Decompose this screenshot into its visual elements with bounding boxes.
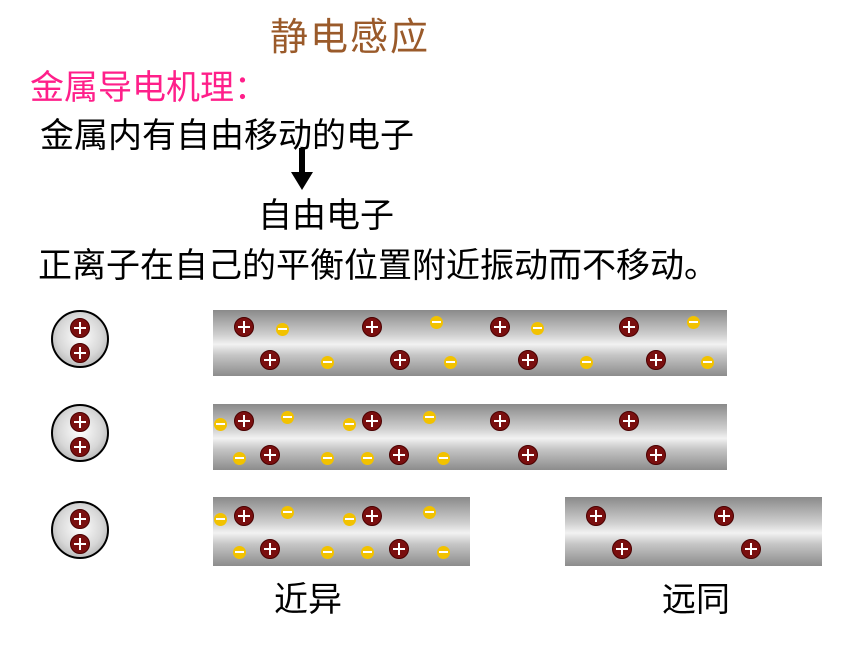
positive-charge-icon (389, 445, 409, 465)
positive-charge-icon (619, 411, 639, 431)
negative-charge-icon (321, 452, 334, 465)
positive-charge-icon (70, 318, 90, 338)
negative-charge-icon (281, 506, 294, 519)
positive-charge-icon (70, 437, 90, 457)
negative-charge-icon (276, 323, 289, 336)
label-near-opposite: 近异 (274, 580, 342, 620)
positive-charge-icon (260, 350, 280, 370)
positive-charge-icon (490, 411, 510, 431)
metal-rod-near (213, 497, 470, 566)
text-line-positive-ions: 正离子在自己的平衡位置附近振动而不移动。 (38, 246, 718, 286)
positive-charge-icon (619, 317, 639, 337)
text-line-electrons: 金属内有自由移动的电子 (40, 116, 414, 156)
positive-charge-icon (586, 506, 606, 526)
positive-charge-icon (741, 539, 761, 559)
negative-charge-icon (281, 411, 294, 424)
positive-charge-icon (714, 506, 734, 526)
positive-charge-icon (490, 317, 510, 337)
negative-charge-icon (580, 356, 593, 369)
negative-charge-icon (437, 452, 450, 465)
negative-charge-icon (361, 452, 374, 465)
positive-charge-icon (362, 317, 382, 337)
negative-charge-icon (430, 316, 443, 329)
negative-charge-icon (423, 506, 436, 519)
negative-charge-icon (321, 356, 334, 369)
positive-charge-icon (518, 350, 538, 370)
charged-sphere (51, 404, 109, 462)
positive-charge-icon (70, 343, 90, 363)
positive-charge-icon (362, 411, 382, 431)
positive-charge-icon (390, 350, 410, 370)
negative-charge-icon (361, 546, 374, 559)
negative-charge-icon (437, 546, 450, 559)
negative-charge-icon (233, 452, 246, 465)
charged-sphere (51, 501, 109, 559)
positive-charge-icon (70, 412, 90, 432)
negative-charge-icon (233, 546, 246, 559)
down-arrow-icon (291, 148, 313, 190)
positive-charge-icon (234, 411, 254, 431)
positive-charge-icon (234, 317, 254, 337)
positive-charge-icon (70, 509, 90, 529)
negative-charge-icon (687, 316, 700, 329)
positive-charge-icon (518, 445, 538, 465)
negative-charge-icon (701, 356, 714, 369)
negative-charge-icon (444, 356, 457, 369)
negative-charge-icon (214, 513, 227, 526)
metal-rod (213, 404, 727, 470)
label-far-same: 远同 (662, 580, 730, 620)
slide-subtitle: 金属导电机理： (30, 68, 268, 108)
negative-charge-icon (343, 513, 356, 526)
metal-rod-far (565, 497, 822, 566)
slide-title: 静电感应 (270, 15, 431, 59)
charged-sphere (51, 310, 109, 368)
positive-charge-icon (70, 534, 90, 554)
positive-charge-icon (260, 445, 280, 465)
positive-charge-icon (389, 539, 409, 559)
metal-rod (213, 310, 727, 376)
text-line-free-electrons: 自由电子 (258, 196, 394, 236)
positive-charge-icon (612, 539, 632, 559)
positive-charge-icon (260, 539, 280, 559)
positive-charge-icon (646, 350, 666, 370)
positive-charge-icon (234, 506, 254, 526)
negative-charge-icon (423, 411, 436, 424)
negative-charge-icon (214, 418, 227, 431)
negative-charge-icon (321, 546, 334, 559)
positive-charge-icon (646, 445, 666, 465)
negative-charge-icon (531, 322, 544, 335)
negative-charge-icon (343, 418, 356, 431)
positive-charge-icon (362, 506, 382, 526)
